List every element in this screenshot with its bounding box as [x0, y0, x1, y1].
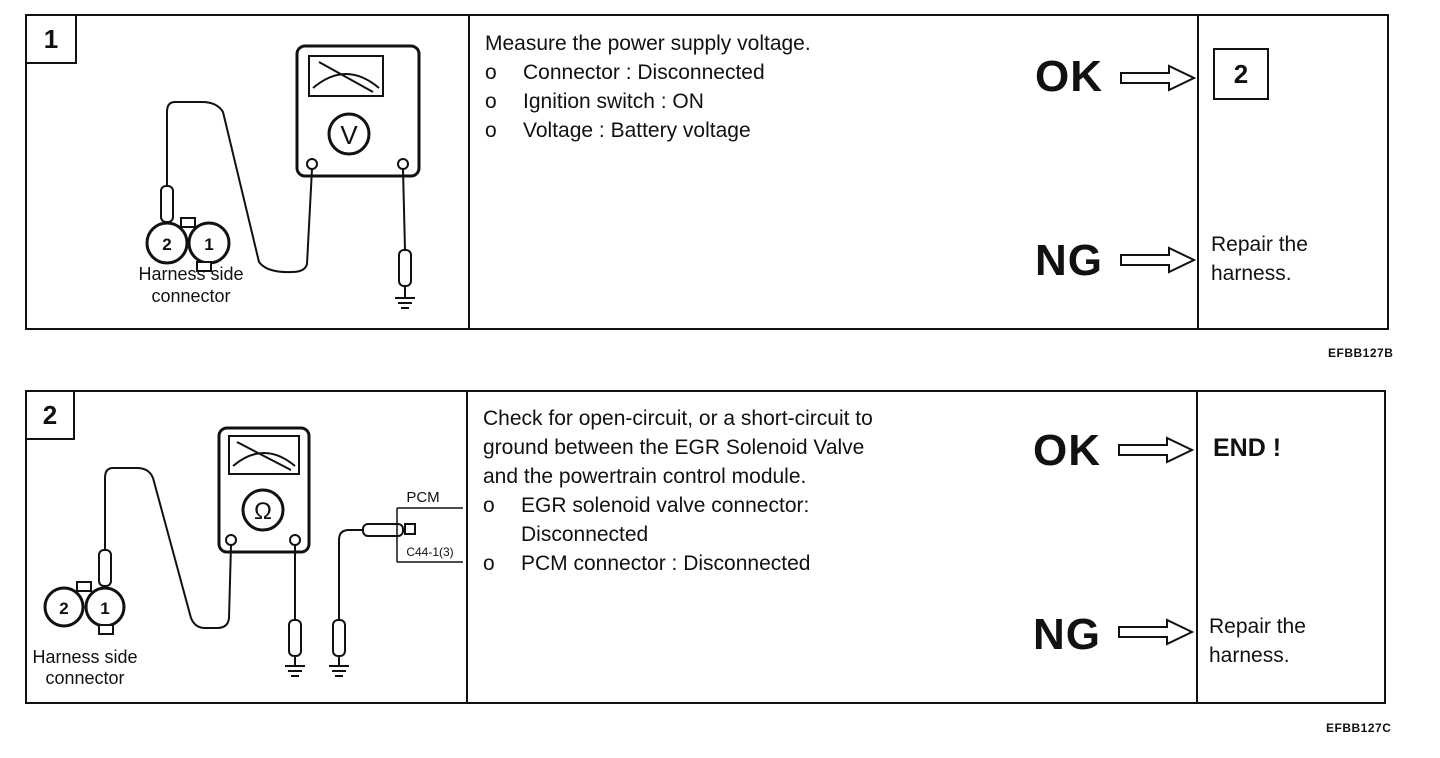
step-2-ohmmeter-diagram: Ω PCM C44-1(3) 2 1 Harnes	[33, 426, 463, 688]
step-1-divider-left	[468, 16, 470, 328]
step-2-pin-left: 2	[59, 599, 68, 618]
step-1-pin-right: 1	[204, 235, 213, 254]
step-2-ok-label: OK	[1033, 426, 1101, 475]
step-1-ok-next-step: 2	[1213, 48, 1269, 100]
step-2-caption-line1: Harness side	[33, 647, 138, 667]
step-1-ng-result: Repair the harness.	[1211, 233, 1308, 285]
step-2-number: 2	[25, 390, 75, 440]
step-2-ng-arrow-icon	[1118, 618, 1195, 646]
step-2-ok-result: END !	[1213, 434, 1282, 462]
step-1-meter-symbol: V	[340, 120, 358, 150]
step-2-caption-line2: connector	[45, 668, 124, 688]
step-1-voltmeter-diagram: V 2 1 Harness side connector	[138, 44, 421, 309]
step-1-figure-code: EFBB127B	[1328, 346, 1394, 360]
step-2-divider-left	[466, 392, 468, 702]
step-1-pin-left: 2	[162, 235, 171, 254]
step-2-ng-result: Repair the harness.	[1209, 615, 1306, 667]
step-2-instructions: Check for open-circuit, or a short-circu…	[483, 404, 1043, 578]
step-2-heading-line: Check for open-circuit, or a short-circu…	[483, 407, 873, 430]
step-1-caption-line1: Harness side	[138, 264, 243, 284]
step-1-ok-arrow-icon	[1120, 64, 1197, 92]
step-2-heading-line: and the powertrain control module.	[483, 465, 807, 488]
step-1-ng-label: NG	[1035, 236, 1103, 285]
step-2-item-continued: Disconnected	[521, 523, 649, 546]
step-2-ng-label: NG	[1033, 610, 1101, 659]
step-2-heading-line: ground between the EGR Solenoid Valve	[483, 436, 865, 459]
step-1-ok-label: OK	[1035, 52, 1103, 101]
step-2-pin-right: 1	[100, 599, 109, 618]
step-1-divider-right	[1197, 16, 1199, 328]
step-2-pcm-label: PCM	[406, 489, 439, 506]
step-1-ng-arrow-icon	[1120, 246, 1197, 274]
step-1-number: 1	[25, 14, 77, 64]
step-2-meter-symbol: Ω	[254, 498, 272, 525]
step-1-caption-line2: connector	[151, 286, 230, 306]
step-2-figure-code: EFBB127C	[1326, 721, 1392, 735]
step-2-ok-arrow-icon	[1118, 436, 1195, 464]
step-2-divider-right	[1196, 392, 1198, 702]
step-1-heading: Measure the power supply voltage.	[485, 32, 811, 55]
step-2-panel: 2 Ω PCM C44-1(3)	[25, 390, 1386, 704]
step-1-panel: 1 V 2 1 Harness side connector Mea	[25, 14, 1389, 330]
step-2-pcm-pin: C44-1(3)	[406, 545, 453, 559]
